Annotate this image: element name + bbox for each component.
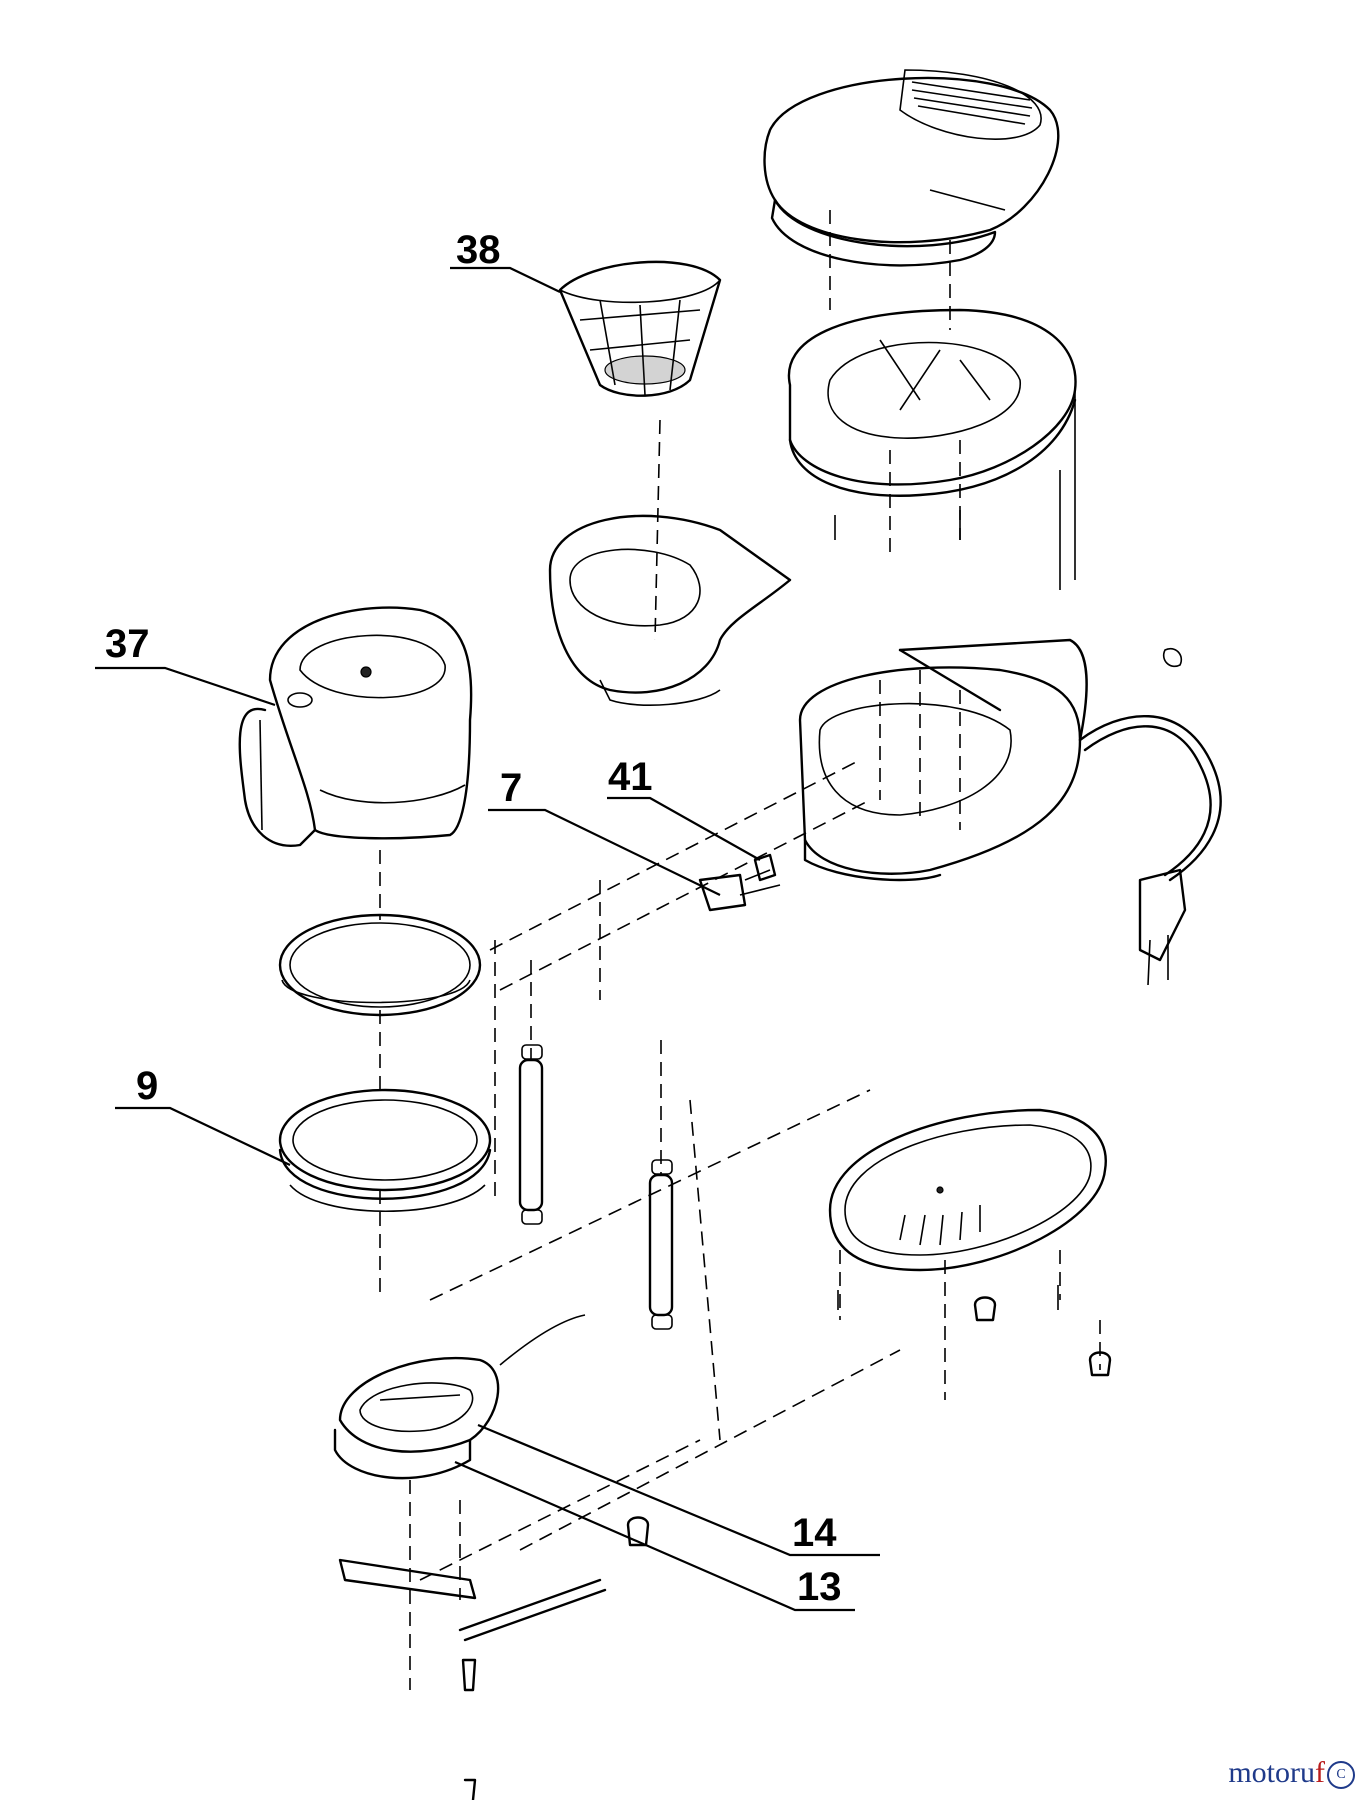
switch-clip — [753, 853, 777, 882]
upper-housing — [787, 210, 1077, 590]
assembly-guide-lines — [379, 759, 901, 1581]
main-body — [798, 638, 1088, 882]
label-leader-lines — [95, 266, 880, 1612]
feet-screws — [837, 1250, 1112, 1400]
part-label-38: 38 — [456, 228, 501, 272]
watermark-accent: f — [1315, 1756, 1325, 1789]
hotplate-ring-upper — [278, 913, 482, 1017]
part-label-13: 13 — [797, 1565, 842, 1609]
part-label-37: 37 — [105, 622, 150, 666]
part-label-7: 7 — [500, 766, 523, 810]
heating-element — [338, 1314, 586, 1453]
carafe — [238, 606, 473, 847]
filter-basket — [558, 260, 722, 397]
filter-holder — [548, 419, 792, 706]
hotplate-ring — [278, 1088, 492, 1213]
part-label-14: 14 — [792, 1511, 837, 1555]
switch — [698, 869, 781, 912]
lid-vent-grille — [911, 81, 1033, 125]
bottom-plate — [828, 1108, 1107, 1272]
heating-base — [333, 1428, 650, 1800]
water-tubes — [518, 960, 674, 1330]
power-cord — [1078, 647, 1222, 986]
watermark-text: motoru — [1228, 1756, 1315, 1789]
watermark-badge-icon: C — [1327, 1761, 1355, 1790]
top-lid — [763, 69, 1060, 267]
part-label-41: 41 — [608, 755, 653, 799]
part-label-9: 9 — [136, 1064, 159, 1108]
